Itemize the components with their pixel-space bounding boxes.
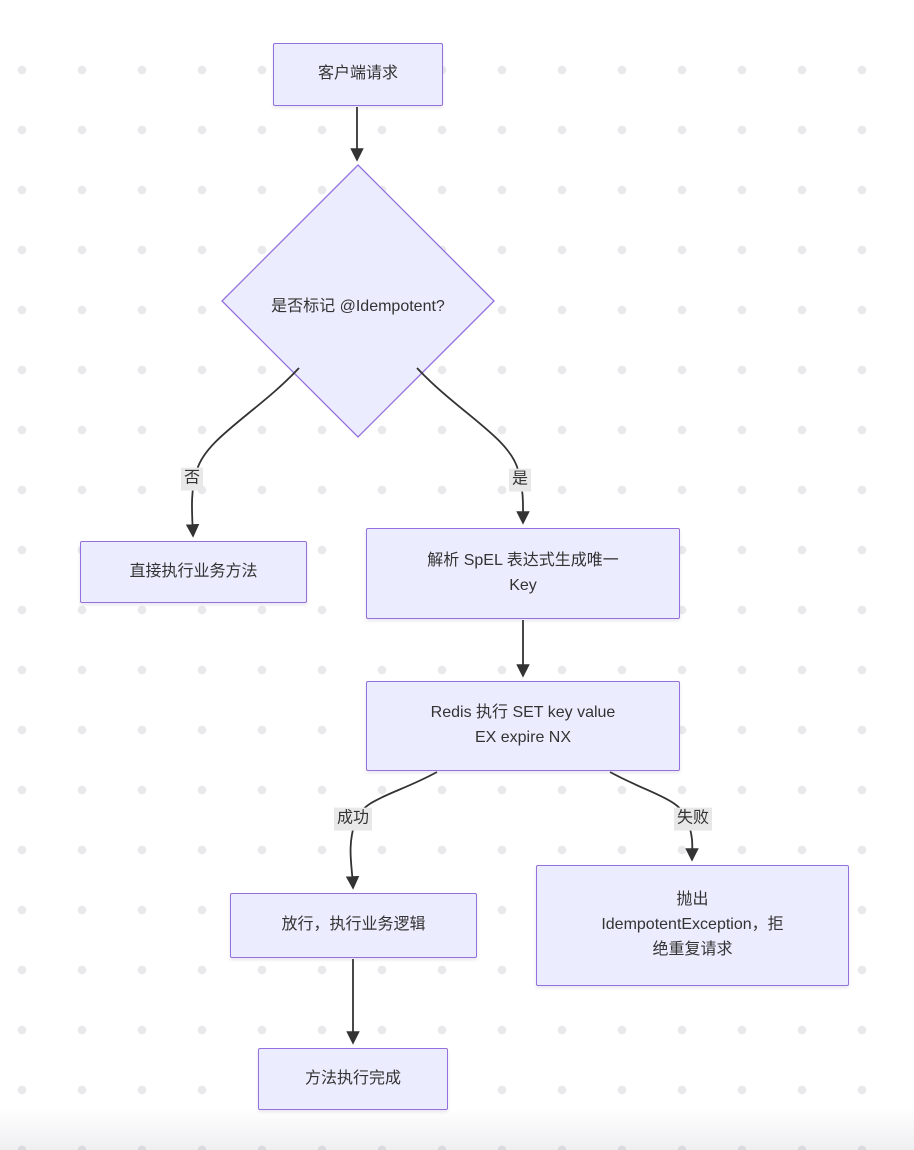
edge-label-no: 否 bbox=[180, 467, 204, 491]
node-direct-execute: 直接执行业务方法 bbox=[80, 541, 307, 603]
edge-label-success: 成功 bbox=[333, 807, 373, 831]
node-allow-business-logic: 放行，执行业务逻辑 bbox=[230, 893, 477, 958]
edge-decision-direct bbox=[185, 367, 300, 538]
edge-label-fail: 失败 bbox=[673, 807, 713, 831]
node-redis-set-nx: Redis 执行 SET key value EX expire NX bbox=[366, 681, 680, 771]
node-client-request: 客户端请求 bbox=[273, 43, 443, 106]
node-method-complete: 方法执行完成 bbox=[258, 1048, 448, 1110]
edge-decision-spel bbox=[416, 367, 530, 525]
decision-diamond-shape bbox=[221, 164, 495, 438]
bottom-fade-band bbox=[0, 1108, 914, 1150]
node-throw-idempotent-exception: 抛出 IdempotentException，拒 绝重复请求 bbox=[536, 865, 849, 986]
edge-label-yes: 是 bbox=[508, 468, 532, 492]
node-parse-spel-key: 解析 SpEL 表达式生成唯一 Key bbox=[366, 528, 680, 619]
node-idempotent-decision-label: 是否标记 @Idempotent? bbox=[271, 298, 445, 315]
